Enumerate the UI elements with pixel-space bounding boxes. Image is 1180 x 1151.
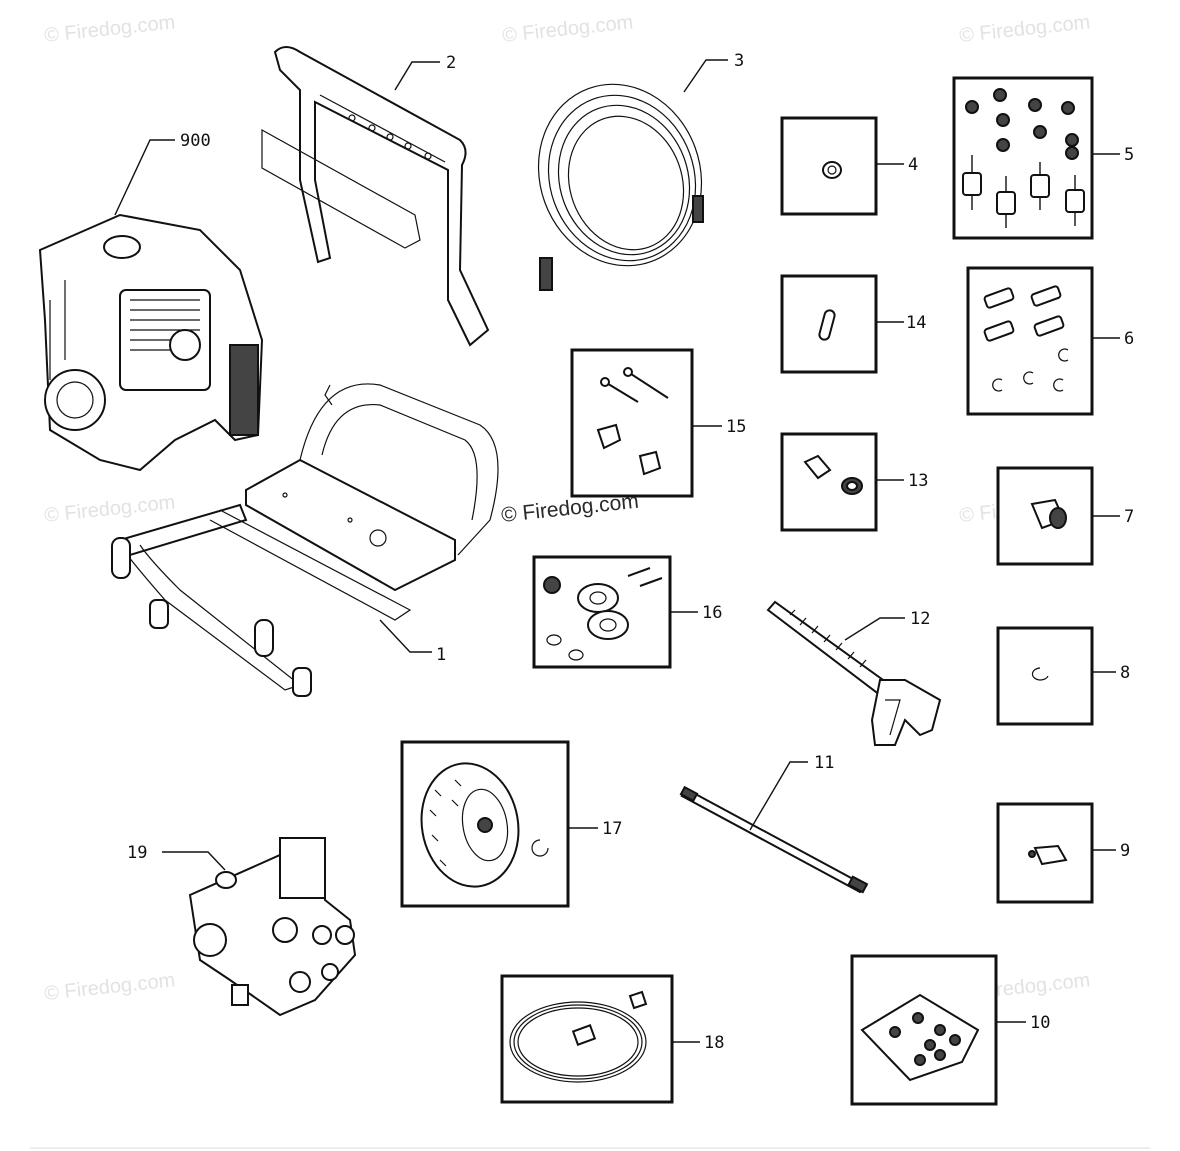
- callout-7: 7: [1124, 507, 1134, 527]
- callout-18: 18: [704, 1033, 724, 1053]
- part-11-wand[interactable]: 11: [679, 753, 869, 894]
- callout-5: 5: [1124, 145, 1134, 165]
- callout-3: 3: [734, 51, 744, 71]
- callout-17: 17: [602, 819, 622, 839]
- callout-2: 2: [446, 53, 456, 73]
- part-19-pump[interactable]: 19: [127, 837, 357, 1017]
- watermark: © Firedog.com: [958, 11, 1091, 47]
- part-6-box[interactable]: 6: [966, 266, 1134, 416]
- part-10-box[interactable]: 10: [850, 954, 1050, 1106]
- callout-8: 8: [1120, 663, 1130, 683]
- part-1-base-frame[interactable]: 1: [111, 383, 499, 697]
- callout-900: 900: [180, 131, 211, 151]
- part-12-spray-gun[interactable]: 12: [766, 600, 942, 746]
- callout-19: 19: [127, 843, 147, 863]
- part-4-box[interactable]: 4: [780, 116, 918, 216]
- watermark: © Firedog.com: [501, 11, 634, 47]
- callout-10: 10: [1030, 1013, 1050, 1033]
- part-14-box[interactable]: 14: [780, 274, 926, 374]
- part-900-engine[interactable]: 900: [38, 131, 264, 472]
- part-17-wheel-box[interactable]: 17: [400, 740, 622, 908]
- callout-1: 1: [436, 645, 446, 665]
- watermark-center: © Firedog.com: [500, 490, 640, 527]
- callout-16: 16: [702, 603, 722, 623]
- callout-13: 13: [908, 471, 928, 491]
- part-5-box[interactable]: 5: [952, 76, 1134, 240]
- watermark: © Firedog.com: [43, 969, 176, 1005]
- part-15-box[interactable]: 15: [570, 348, 746, 498]
- callout-12: 12: [910, 609, 930, 629]
- part-9-box[interactable]: 9: [996, 802, 1130, 904]
- callout-11: 11: [814, 753, 834, 773]
- callout-4: 4: [908, 155, 918, 175]
- callout-6: 6: [1124, 329, 1134, 349]
- watermark: © Firedog.com: [43, 11, 176, 47]
- part-13-box[interactable]: 13: [780, 432, 928, 532]
- watermark: © Firedog.com: [43, 491, 176, 527]
- callout-15: 15: [726, 417, 746, 437]
- part-18-box[interactable]: 18: [500, 974, 724, 1104]
- callout-14: 14: [906, 313, 926, 333]
- part-8-box[interactable]: 8: [996, 626, 1130, 726]
- part-2-handle-frame[interactable]: 2: [261, 46, 490, 347]
- part-16-box[interactable]: 16: [532, 555, 722, 669]
- part-3-hose[interactable]: 3: [513, 51, 744, 291]
- part-7-box[interactable]: 7: [996, 466, 1134, 566]
- callout-9: 9: [1120, 841, 1130, 861]
